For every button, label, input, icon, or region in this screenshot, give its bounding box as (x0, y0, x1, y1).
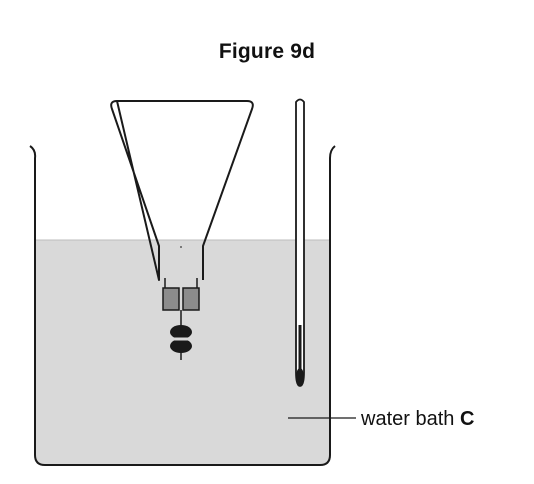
water-bath-label-letter: C (460, 408, 474, 430)
filter-funnel (110, 100, 254, 281)
thermometer-bulb (296, 368, 304, 386)
bulb-upper (170, 325, 192, 339)
figure-title: Figure 9d (218, 40, 316, 63)
bulb-lower (170, 339, 192, 353)
bung-left (162, 287, 180, 311)
beaker (29, 145, 336, 466)
thermometer-liquid (298, 325, 302, 370)
water-bath-label-text: water bath (360, 408, 460, 430)
bung-right (182, 287, 200, 311)
water-bath-label: water bath C (360, 408, 474, 430)
